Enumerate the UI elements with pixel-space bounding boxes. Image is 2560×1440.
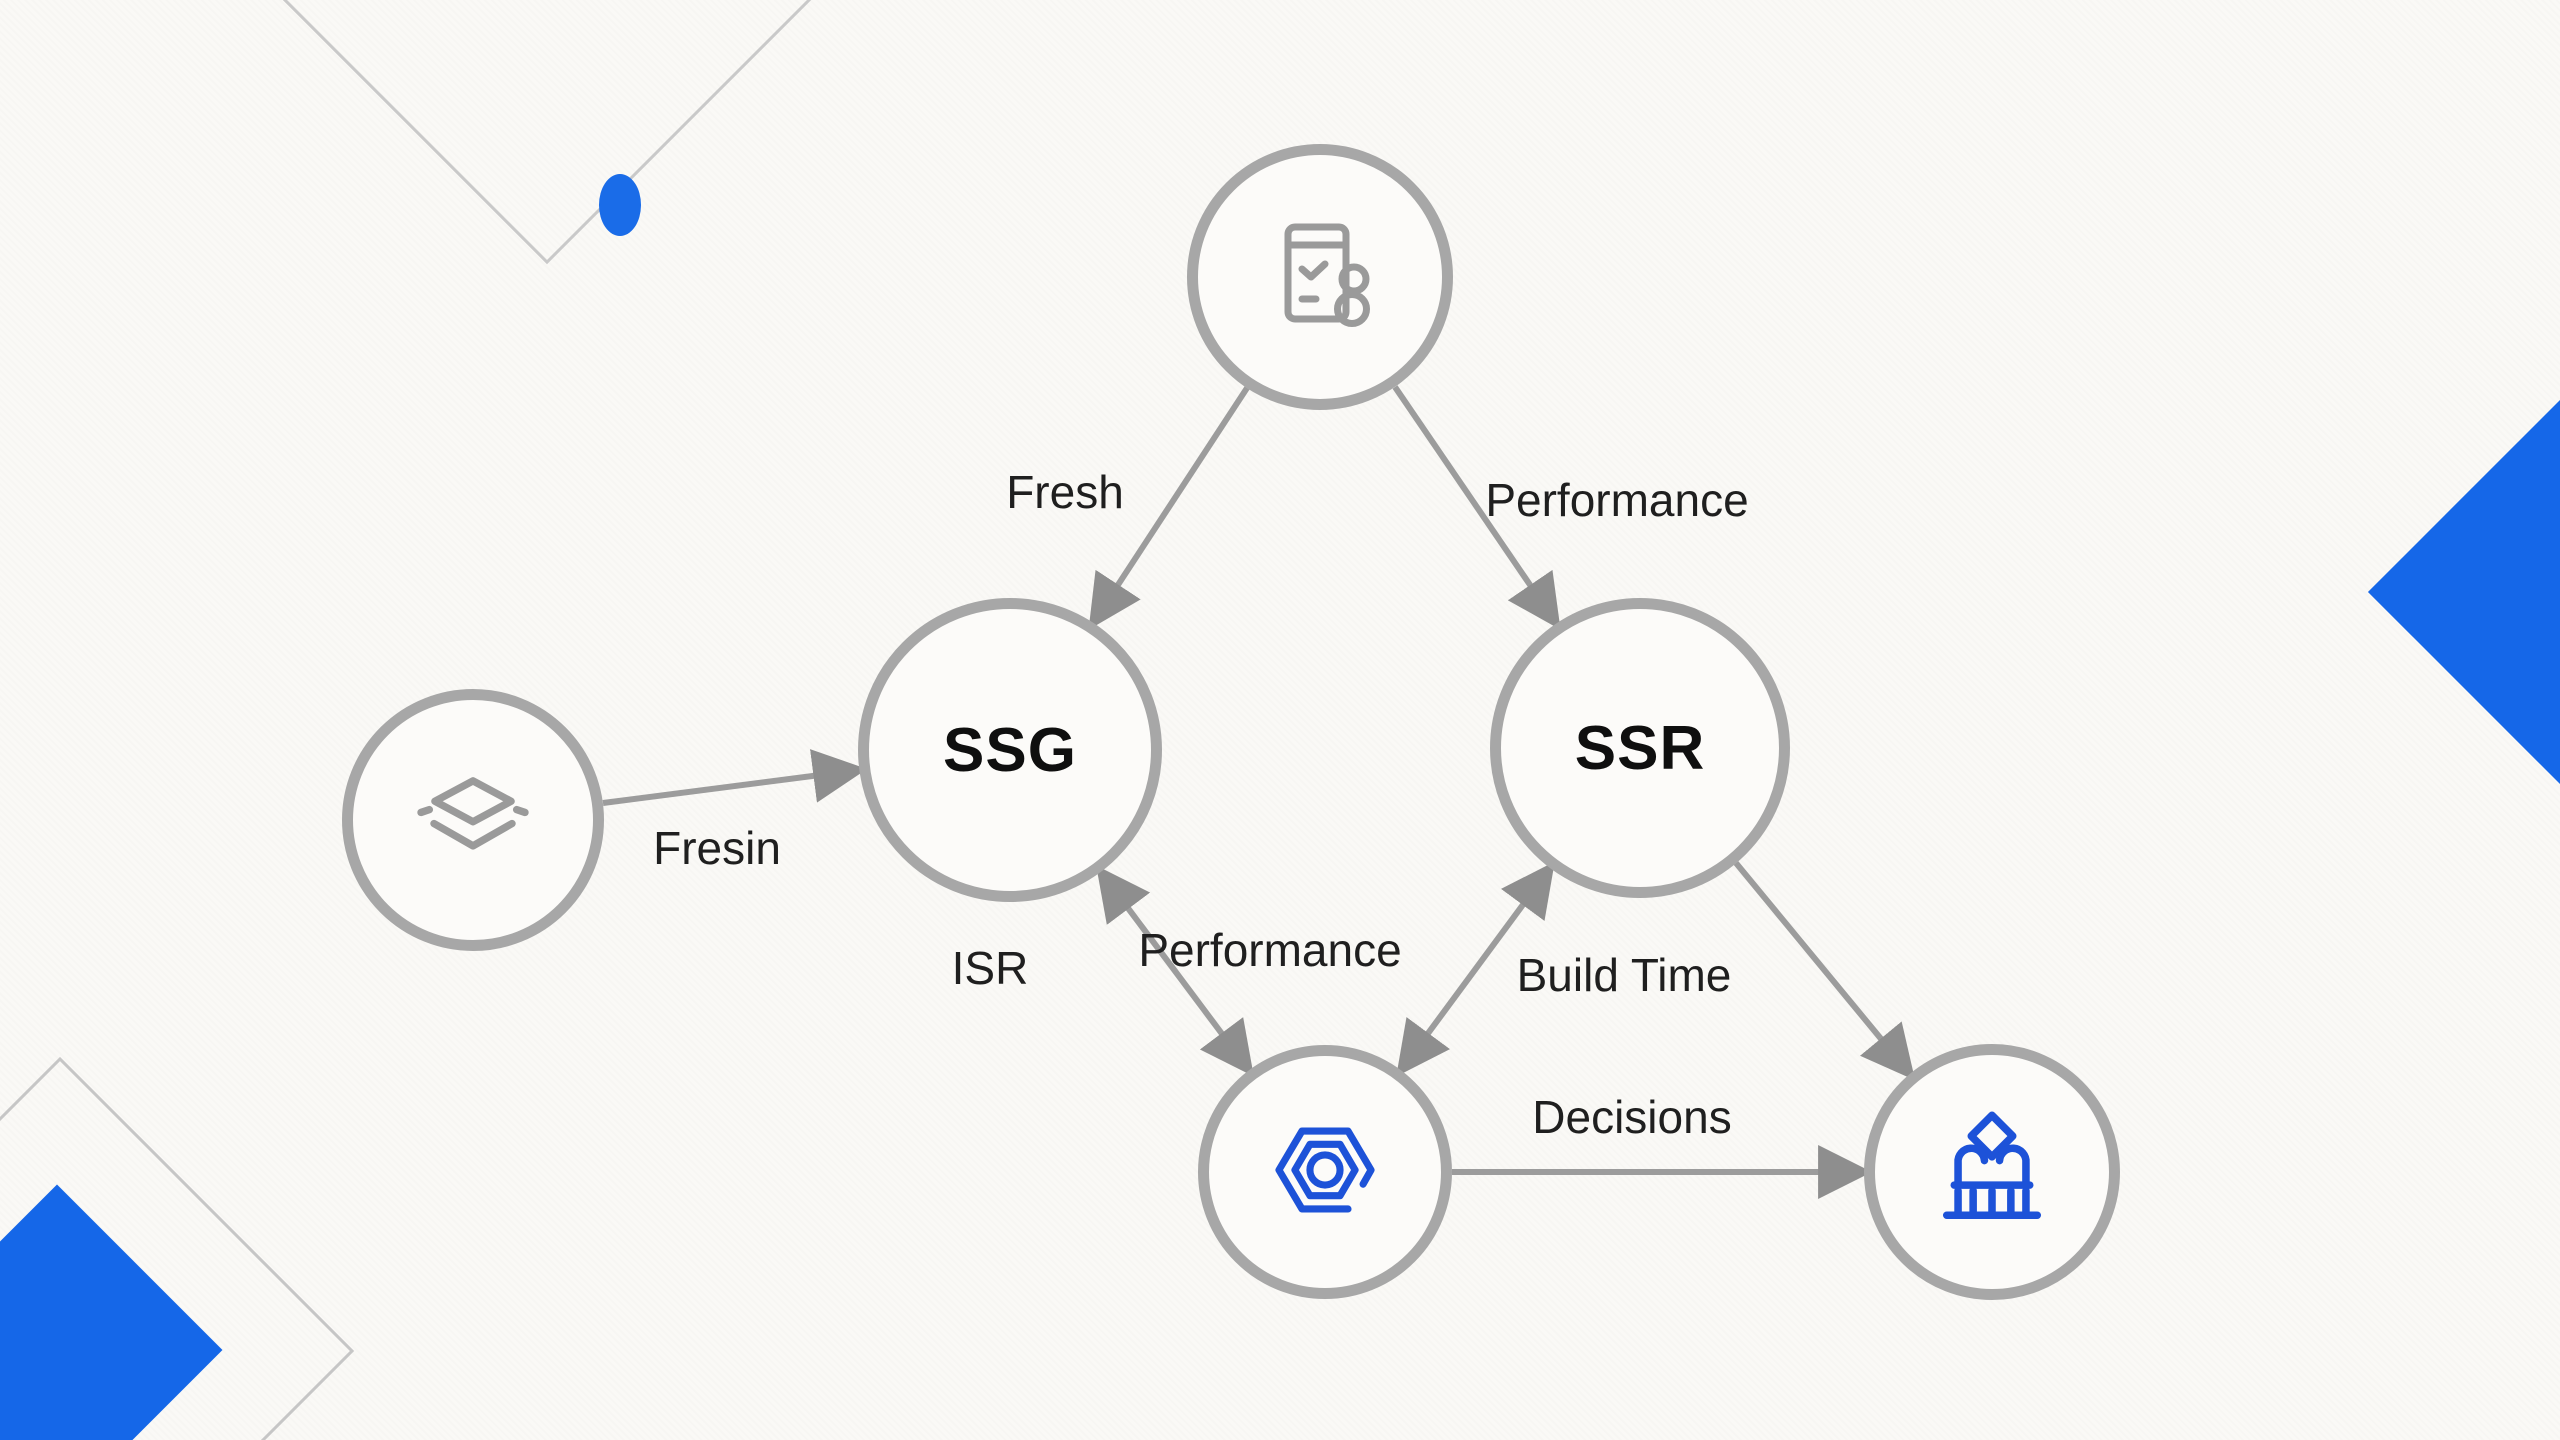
node-layers: [342, 689, 604, 951]
node-label-ssr: SSR: [1574, 713, 1706, 783]
edge-label-build-time: Build Time: [1516, 949, 1732, 1001]
edge-label-decisions: Decisions: [1532, 1091, 1732, 1143]
edge-label-fresin: Fresin: [653, 822, 781, 874]
edge-label-fresh: Fresh: [1006, 466, 1124, 518]
edge-ssr-hex: [1396, 861, 1555, 1077]
edge-label-performance-top: Performance: [1485, 474, 1749, 526]
node-hex: [1198, 1045, 1452, 1299]
edge-entry-ssg: [1088, 386, 1250, 630]
bank-icon: [1926, 1104, 2058, 1241]
node-ssr: SSR: [1490, 598, 1790, 898]
edge-label-performance-mid: Performance: [1138, 924, 1402, 976]
edge-ssr-bank: [1733, 861, 1916, 1081]
edge-ssg-hex: [1096, 865, 1254, 1077]
edge-entry-ssr: [1392, 385, 1561, 630]
decoration-blue-dot: [599, 174, 641, 236]
node-entry: [1187, 144, 1453, 410]
node-bank: [1864, 1044, 2120, 1300]
document-check-icon: [1250, 205, 1390, 350]
node-label-ssg: SSG: [943, 715, 1077, 785]
edge-layers-ssg: [602, 749, 868, 806]
node-ssg: SSG: [858, 598, 1162, 902]
edge-label-isr: ISR: [951, 942, 1029, 994]
layers-icon: [408, 753, 538, 888]
hexagon-target-icon: [1263, 1108, 1387, 1237]
